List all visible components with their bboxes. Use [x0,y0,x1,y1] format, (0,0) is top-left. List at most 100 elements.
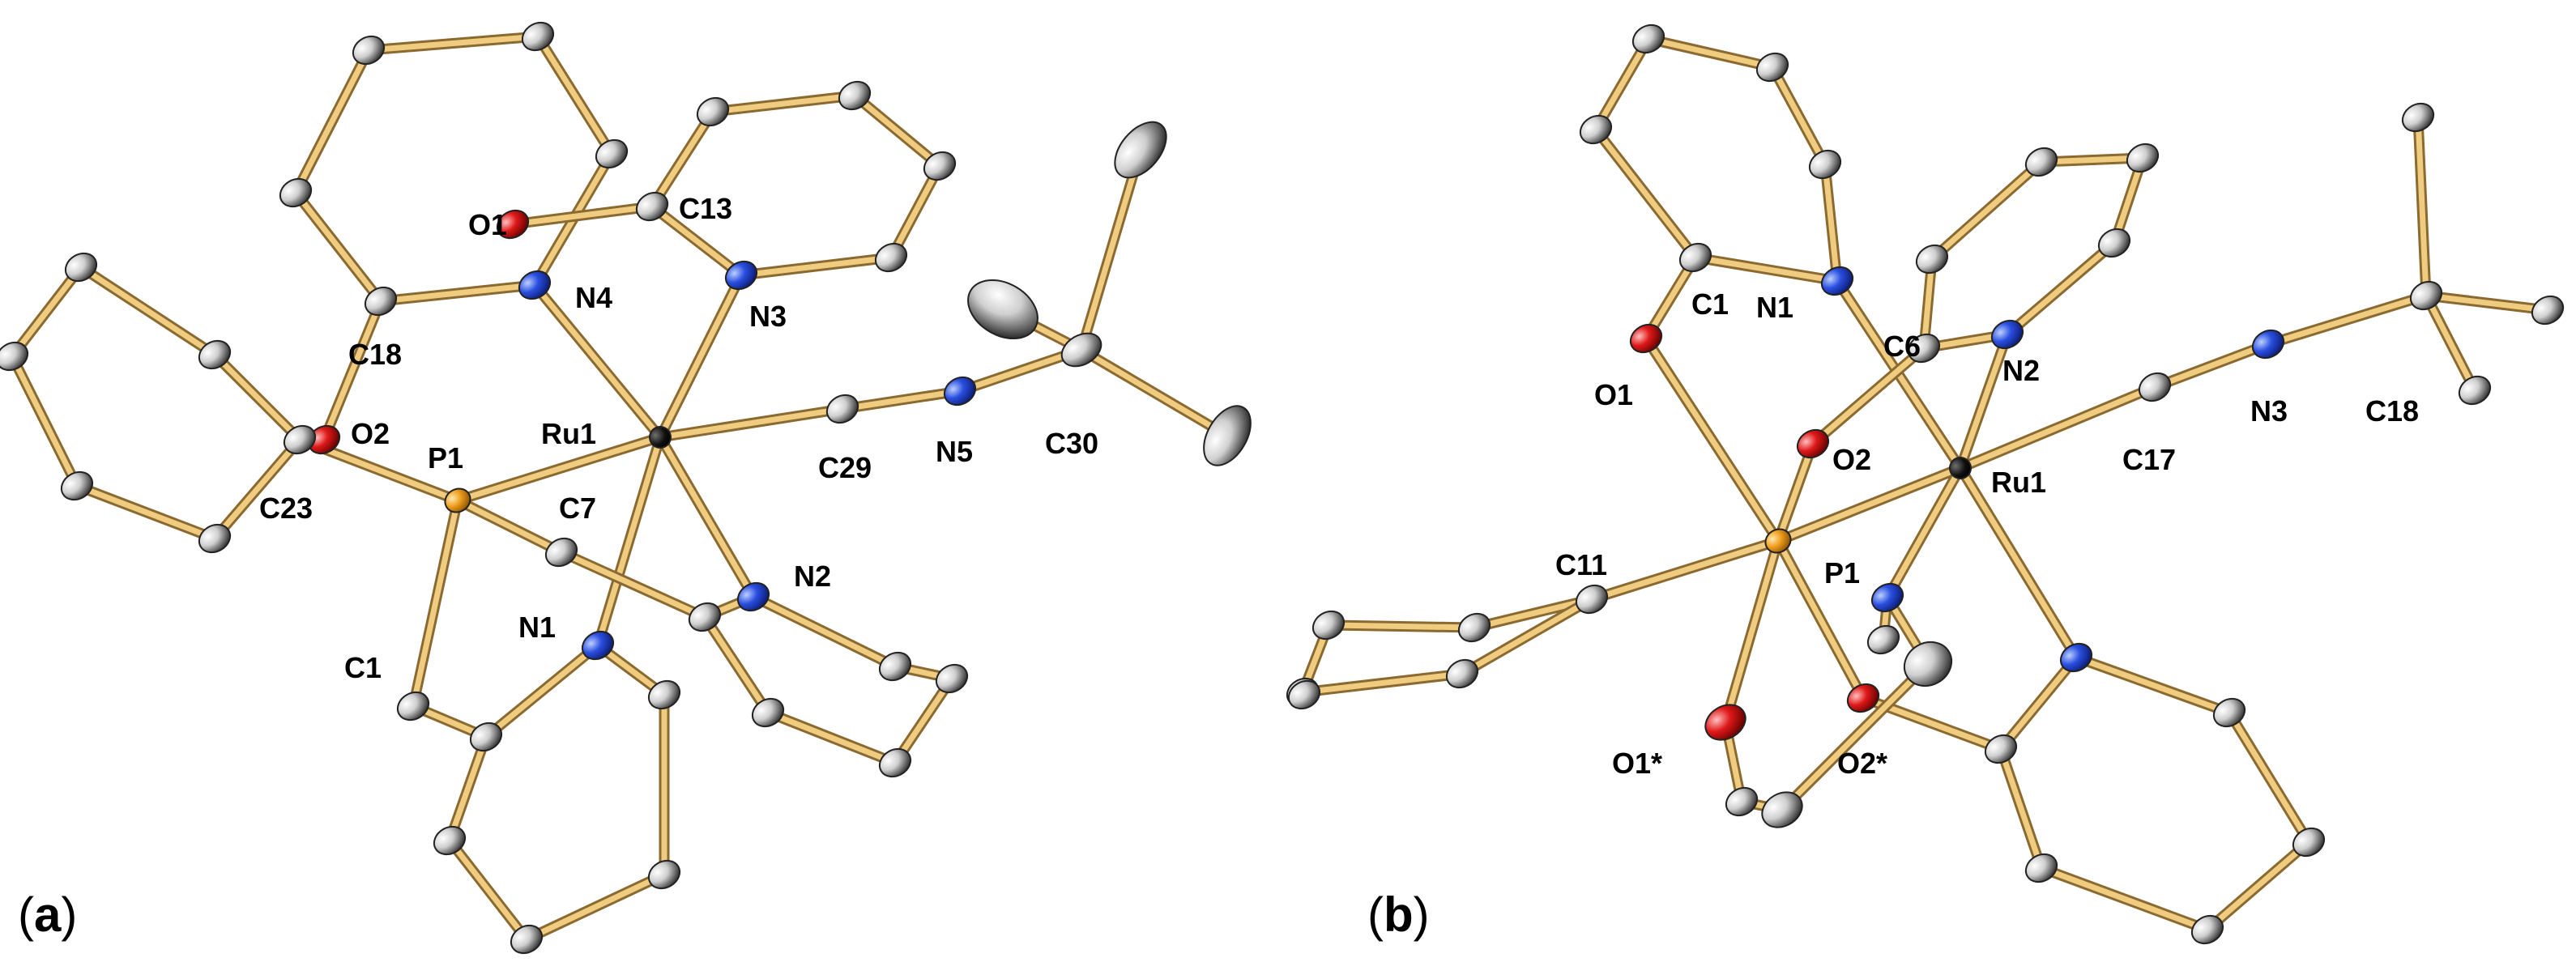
panel-a-bond-highlight-r4d-r4c [892,675,955,766]
panel-a-bond-highlight-r5b-r5a [446,734,489,844]
atom-label-C1: C1 [1691,287,1729,321]
panel-a-bond-highlight-r2c-r2b [851,92,943,169]
atom-label-C18: C18 [2365,394,2419,428]
panel-a-bond-highlight-r3a-r3b [9,264,84,360]
panel-b-bond-highlight-rc-rd [1769,64,1828,168]
panel-a-bond-highlight-r1d-C18 [292,189,384,304]
panel-b-atom-rd [1808,149,1842,180]
atom-label-C29: C29 [818,451,872,484]
panel-a-bond-highlight-r5c-r5b [446,837,530,943]
panel-b-atom-C11 [1575,584,1609,615]
panel-b-bond-highlight-C18-Cm1 [2415,114,2429,299]
panel-a-atom-C29 [825,394,859,424]
panel-a-atom-r5b [433,825,467,856]
panel-b-bond-highlight-P1-O1s [1722,538,1781,726]
atom-label-C30: C30 [1045,427,1098,460]
panel-a-bond-highlight-r1a-r1b [535,33,615,157]
panel-a-bond-highlight-O1-C13 [510,203,655,228]
panel-a-bond-highlight-P1-C1 [410,497,461,709]
panel-a-bond-highlight-r5a-N1 [483,642,601,740]
panel-a-atom-r1c [352,35,386,66]
panel-a-atom-r3a [64,252,98,283]
atom-label-Ru1: Ru1 [1991,466,2046,499]
panel-a-bond-highlight-C7-r4a [558,549,708,620]
panel-a-atom-Ru1 [649,426,672,449]
atom-label-P1: P1 [1824,556,1860,590]
panel-b-bond-highlight-rb-rc [1645,36,1776,70]
atom-label-O2*: O2* [1837,747,1887,780]
panel-b-bond-highlight-py2-py1 [1998,746,2045,871]
panel-a-atom-N4 [518,270,552,300]
panel-b-structure: C1 N1 O1 C6 N2 O2 Ru1 C17 N3 C18 C11 P1 … [1286,23,2565,945]
panel-a-bond-highlight-r2d-r2c [888,163,943,261]
panel-b-bond-highlight-O1-P1 [1643,335,1781,544]
panel-a-bond-highlight-r3e-r3a [78,264,218,358]
panel-a-atoms [0,21,1252,955]
panel-b-atom-O2s [1846,683,1880,713]
panel-b-atom-rb [1631,23,1665,54]
panel-a-atom-r4e [878,651,912,682]
panel-b-atom-O2 [1796,428,1830,459]
panel-a-atom-Cm3 [1203,405,1252,466]
atom-label-N2: N2 [2002,354,2040,387]
panel-b-atom-rs3 [2126,143,2160,173]
panel-b-bond-highlight-C17-N3 [2152,341,2271,390]
panel-a-atom-r3b [0,341,29,372]
panel-a-atom-P1 [444,487,471,513]
panel-b-atom-py5 [2212,697,2246,728]
panel-a-bond-highlight-Ru1-N3 [657,272,744,441]
panel-b-atom-rs4 [2097,228,2131,258]
panel-a-atom-r5d [647,859,681,890]
panel-a-bond-highlight-r1b-r1c [365,33,541,53]
atom-label-N4: N4 [575,281,612,314]
panel-a-bond-highlight-r2a-C13 [649,109,716,210]
panel-b-atom-py2 [2024,853,2058,883]
panel-b-bond-highlight-Ru1-Npy [1957,465,2079,661]
panel-b-label: (b) [1367,888,1430,942]
panel-a-atom-r2d [874,242,908,273]
panel-a-bond-highlight-N4-C18 [377,282,538,304]
panel-a-atom-r1b [521,21,555,52]
panel-a-atom-r5e [647,679,681,710]
panel-b-bond-highlight-C1-ra [1593,126,1699,261]
panel-a-atom-C23 [283,424,317,455]
atom-label-N1: N1 [1756,291,1793,324]
panel-b-bonds [1297,33,2553,935]
panel-a-label: (a) [18,888,77,942]
panel-a-bond-highlight-Ru1-N2 [657,434,757,600]
panel-b-atom-Cm1 [2401,102,2435,133]
atom-label-N5: N5 [936,435,973,468]
panel-a-bond-highlight-N2-r4e [750,594,898,670]
panel-b-atom-py4 [2292,827,2326,858]
panel-b-bond-highlight-rs3-rs2 [2038,155,2146,165]
panel-a-bond-highlight-C30-Cm2 [1078,147,1144,353]
panel-b-bond-highlight-Ru1-N2 [1957,331,2011,471]
panel-b-bond-highlight-ph3-ph5 [1299,670,1465,696]
panel-b-atom-O1s [1704,704,1746,741]
panel-a-atom-Cm1 [967,279,1039,340]
panel-b-bond-highlight-ph5-C11 [1459,596,1595,677]
panel-b-bond-highlight-Npy-py5 [2073,654,2233,716]
panel-a-atom-r2b [838,80,872,111]
panel-a-bonds [6,31,1233,945]
panel-a-atom-N1 [581,630,615,661]
atom-label-C6: C6 [1883,330,1921,363]
panel-a-atom-C13 [635,191,669,222]
panel-a-bond-highlight-C13-N3 [649,203,744,279]
atom-label-O2: O2 [1832,443,1871,476]
atom-label-C13: C13 [679,192,732,225]
atom-label-N1: N1 [518,611,556,644]
panel-b-atom-st1 [1903,641,1953,687]
panel-b-atom-Npy [2059,642,2093,673]
panel-b-atom-C6 [1907,333,1941,364]
panel-b-atom-ph1 [1457,612,1491,643]
panel-a-bond-highlight-Ru1-C29 [657,406,846,441]
panel-a-bond-highlight-N3-r2d [738,254,894,279]
panel-b-atom-labels: C1 N1 O1 C6 N2 O2 Ru1 C17 N3 C18 C11 P1 … [1555,287,2419,780]
panel-b-bond-highlight-rd-N1 [1822,161,1840,284]
panel-a-bond-highlight-C29-N5 [839,388,963,412]
panel-a-bond-highlight-r3c-r3d [74,483,218,542]
panel-a-bond-highlight-r3d-C23 [211,436,303,542]
panel-b-atom-py3 [2190,914,2224,945]
panel-a-atom-r5c [510,924,544,955]
